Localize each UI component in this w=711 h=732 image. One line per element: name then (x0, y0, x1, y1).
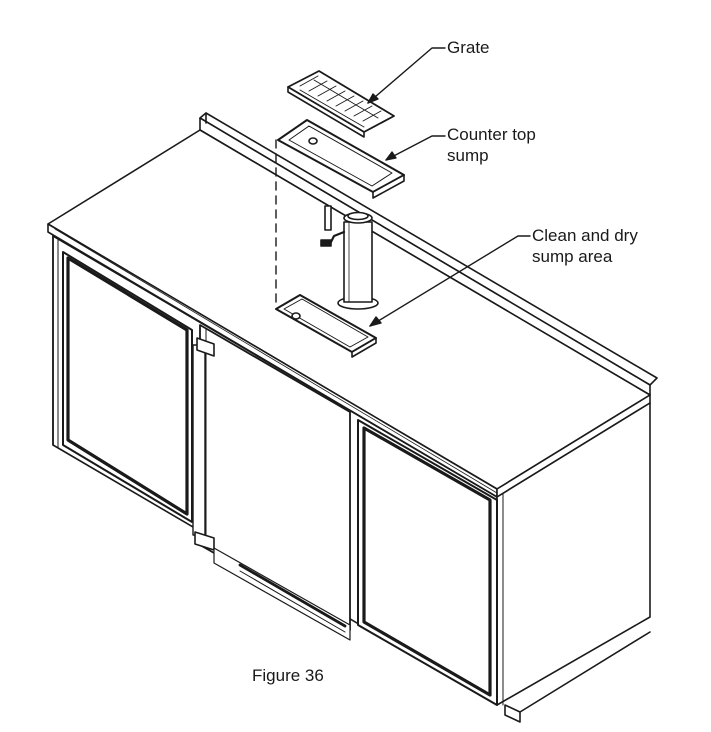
counter-top-sump (277, 119, 405, 199)
installed-sump (275, 294, 377, 358)
clean-dry-sump-label: Clean and dry sump area (532, 225, 638, 267)
leader-grate (367, 47, 446, 104)
cabinet-side (496, 402, 651, 723)
grate (287, 70, 395, 138)
counter-top-sump-label: Counter top sump (447, 124, 536, 166)
right-door (357, 419, 498, 706)
clean-dry-sump-label-line2: sump area (532, 247, 613, 266)
grate-label-text: Grate (447, 38, 490, 57)
counter-top-sump-label-line1: Counter top (447, 125, 536, 144)
leader-clean-sump (369, 235, 531, 327)
figure-caption: Figure 36 (252, 666, 324, 685)
backsplash (199, 112, 658, 396)
counter-top-sump-label-line2: sump (447, 146, 489, 165)
center-door (192, 324, 351, 641)
leader-counter-sump (385, 135, 446, 161)
clean-dry-sump-label-line1: Clean and dry (532, 226, 638, 245)
left-door (62, 251, 193, 523)
countertop (47, 129, 651, 498)
grate-label: Grate (447, 37, 490, 58)
beer-tower (320, 205, 379, 310)
